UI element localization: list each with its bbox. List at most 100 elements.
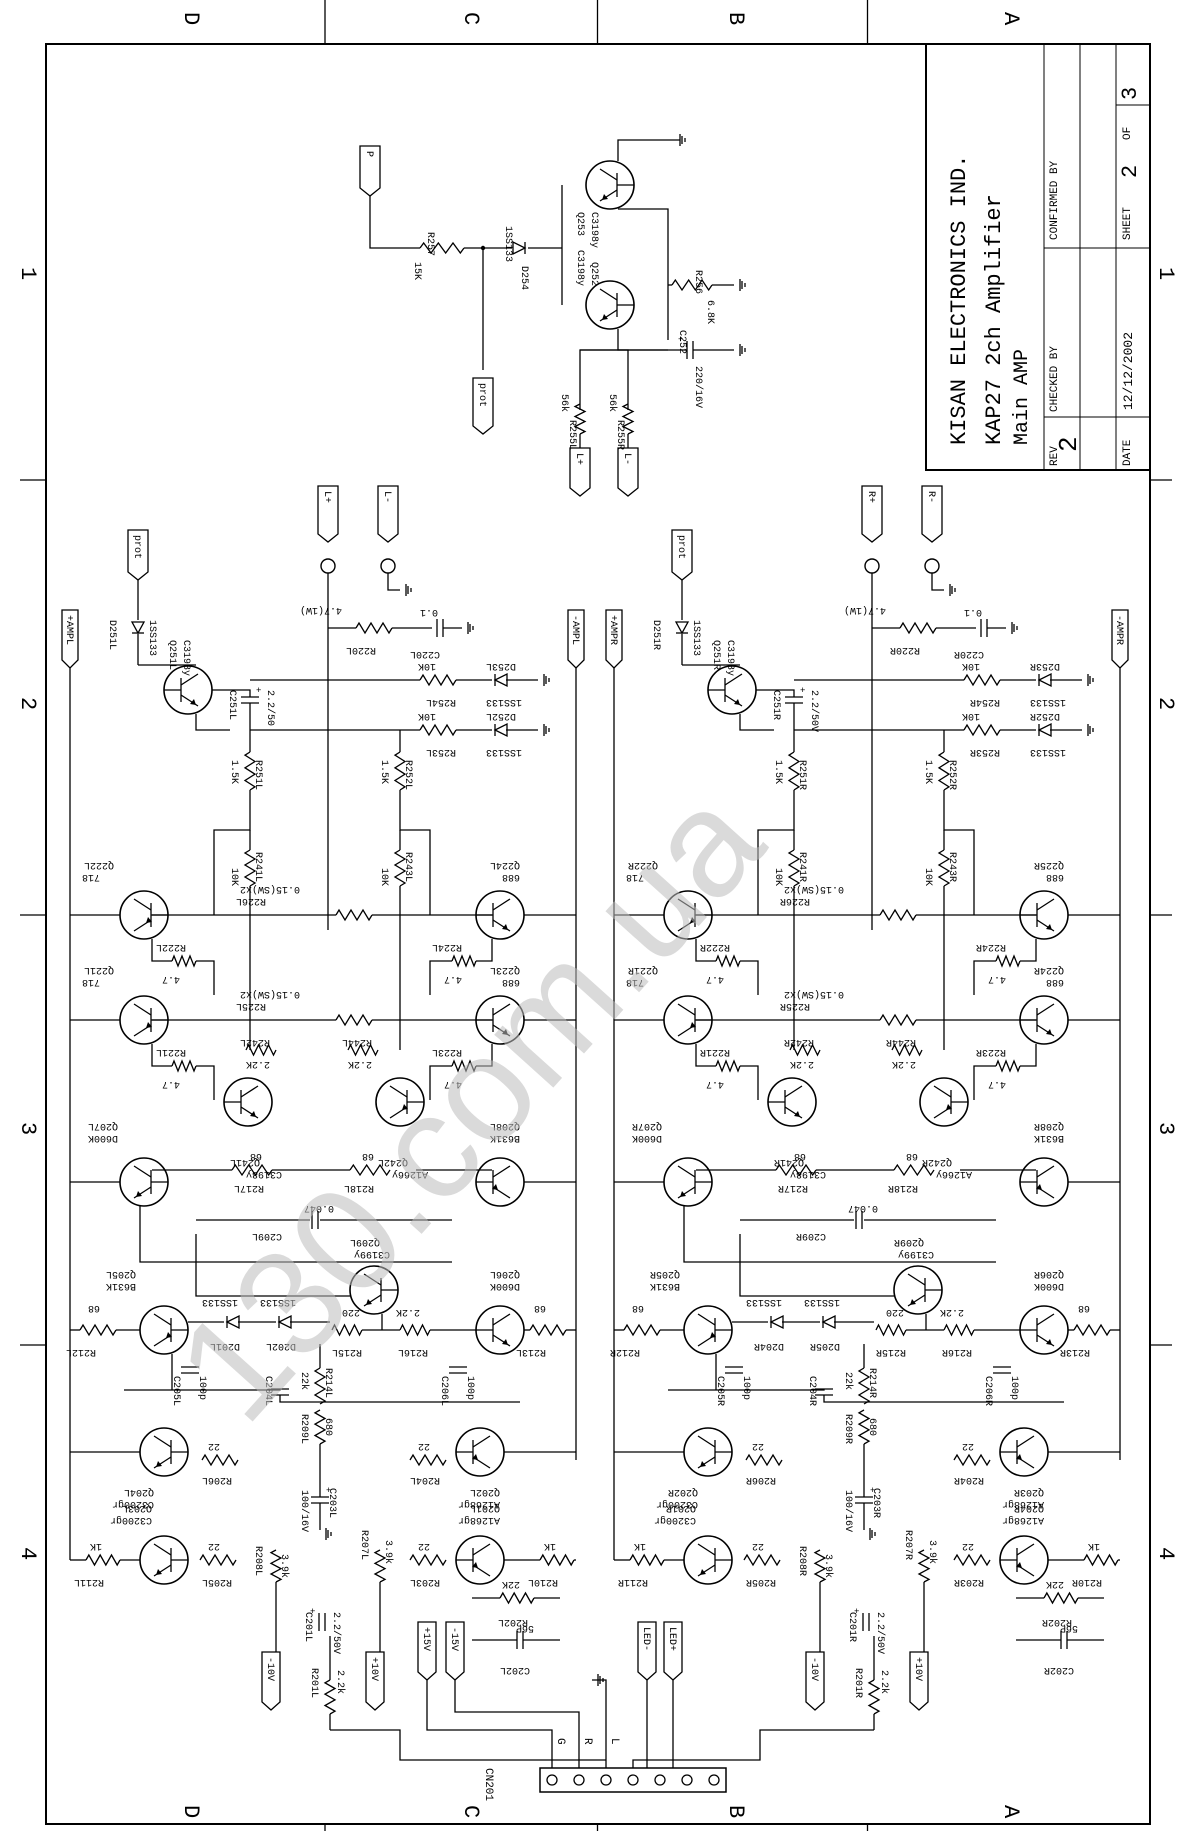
r257-value: 15K: [411, 262, 422, 280]
left-c204-capacitor: [271, 1388, 289, 1396]
c252-ref: C252: [676, 330, 687, 354]
border-column-top: B: [723, 12, 748, 25]
left-d202-diode: [277, 1314, 292, 1330]
left-r226-value: 0.15(SW)x2: [240, 883, 300, 895]
right-r213-resistor: [1073, 1323, 1111, 1337]
cn201-pin-0-label: G: [554, 1738, 566, 1745]
left-r220-resistor: [355, 621, 393, 635]
right-q221-value: 718: [626, 976, 644, 987]
left-d251-value: 1SS133: [146, 620, 157, 656]
right-r220-value: 4.7(1W): [844, 604, 886, 616]
left-r241-resistor: [243, 849, 257, 887]
right-q202-ref: Q202R: [668, 1486, 698, 1497]
svg-text:+: +: [870, 1486, 875, 1496]
wire: [592, 1679, 607, 1775]
left-d252-value: 1SS133: [486, 746, 522, 757]
left-c202-capacitor: [516, 1631, 524, 1649]
left-r241-ref: R241L: [252, 852, 263, 882]
right-d205-value: 1SS133: [804, 1296, 840, 1307]
right-q205-transistor: [683, 1305, 733, 1355]
components: +++++++: [61, 134, 1129, 1793]
left-r223-resistor: [451, 1059, 477, 1073]
right-prot-port: [671, 529, 693, 581]
r257-ref: R257: [424, 232, 435, 256]
right-q206-value: D600K: [1034, 1280, 1064, 1291]
left-r225-value: 0.15(SW)x2: [240, 988, 300, 1000]
left-d201-ref: D201L: [210, 1340, 240, 1351]
left-r243-ref: R243L: [402, 852, 413, 882]
wire: [454, 1680, 580, 1775]
left-q208-ref: Q208L: [490, 1120, 520, 1131]
left-q203-transistor: [139, 1535, 189, 1585]
port-plus-15v-label: +15V: [420, 1627, 431, 1651]
right-minus-10v-port-label: -10V: [808, 1657, 819, 1681]
r256-resistor: [671, 278, 713, 292]
left-r209-resistor: [313, 1409, 327, 1445]
port-led-plus-label: LED+: [666, 1627, 677, 1651]
left-c203-ref: C203L: [326, 1488, 337, 1518]
right-q203-transistor: [999, 1427, 1049, 1477]
left-prot-port: [127, 529, 149, 581]
right-d204-diode: [769, 1314, 784, 1330]
left-q241-transistor: [223, 1077, 273, 1127]
right-r202-ref: R202R: [1042, 1616, 1072, 1627]
right-r254-value: 10K: [962, 660, 980, 671]
right-r215-resistor: [875, 1323, 907, 1337]
right-d253-ref: D253R: [1030, 660, 1060, 671]
left-q201-value: A1268gr: [458, 1514, 500, 1525]
left-r254-ref: R254L: [426, 696, 456, 707]
left-r201-value: 2.2k: [334, 1670, 346, 1694]
right-r204-value: 22: [962, 1440, 974, 1451]
left-q208-transistor: [475, 1157, 525, 1207]
right-d253-ground-icon: [1087, 674, 1094, 686]
left-q224-value: 688: [502, 871, 520, 882]
left-q202-ref: Q202L: [470, 1486, 500, 1497]
right-d252-ground-icon: [1087, 724, 1094, 736]
sheet-label: SHEET: [1122, 207, 1134, 240]
left-d252-ground-icon: [543, 724, 550, 736]
left-c220-ref: C220L: [410, 648, 440, 659]
left-q205-transistor: [139, 1305, 189, 1355]
left-q203-ref: Q203L: [122, 1502, 152, 1513]
left-q206-ref: Q206L: [490, 1268, 520, 1279]
port-l-minus-protect: [617, 447, 639, 497]
right-d205-diode: [821, 1314, 836, 1330]
left-d253-ref: D253L: [486, 660, 516, 671]
left-r214-value: 22k: [298, 1372, 310, 1390]
left-r253-resistor: [419, 723, 457, 737]
wire: [973, 960, 996, 995]
port-prot: [472, 377, 494, 435]
left-r218-value: 68: [362, 1150, 374, 1161]
right-d251-diode: [674, 621, 690, 635]
wire-p: [369, 196, 420, 249]
right-r242-resistor: [789, 1043, 821, 1057]
right-q225-ref: Q225R: [1034, 859, 1064, 870]
left-r204-resistor: [409, 1453, 447, 1467]
right-r216-value: 2.2K: [940, 1306, 964, 1317]
sheet-value: 2: [1118, 165, 1143, 178]
right-r254-ref: R254R: [970, 696, 1000, 707]
left-r226-ref: R226L: [236, 895, 266, 906]
left-r213-value: 68: [534, 1302, 546, 1313]
right-r201-ref: R201R: [852, 1668, 863, 1698]
border-column-bottom: A: [998, 1805, 1023, 1819]
left-output-minus-port-label: L-: [381, 491, 392, 503]
left-r215-resistor: [331, 1323, 363, 1337]
border-row-left: 3: [15, 1122, 40, 1135]
border-column-top: C: [458, 12, 483, 25]
left-q208-value: B631K: [490, 1132, 520, 1143]
left-r252-value: 1.5K: [378, 760, 389, 784]
right-r209-resistor: [857, 1409, 871, 1445]
right-r217-value: 68: [794, 1150, 806, 1161]
left-r210-ref: R210L: [528, 1576, 558, 1587]
right-c204-ref: C204R: [806, 1376, 817, 1406]
left-r222-ref: R222L: [156, 941, 186, 952]
left-c201-ref: C201L: [302, 1612, 313, 1642]
left-r253-value: 10K: [418, 710, 436, 721]
right-r214-resistor: [857, 1367, 871, 1405]
right-d252-value: 1SS133: [1030, 746, 1066, 757]
right-c209-ref: C209R: [796, 1230, 826, 1241]
left-c205-value: 100p: [196, 1376, 207, 1400]
right-r243-ref: R243R: [946, 852, 957, 882]
